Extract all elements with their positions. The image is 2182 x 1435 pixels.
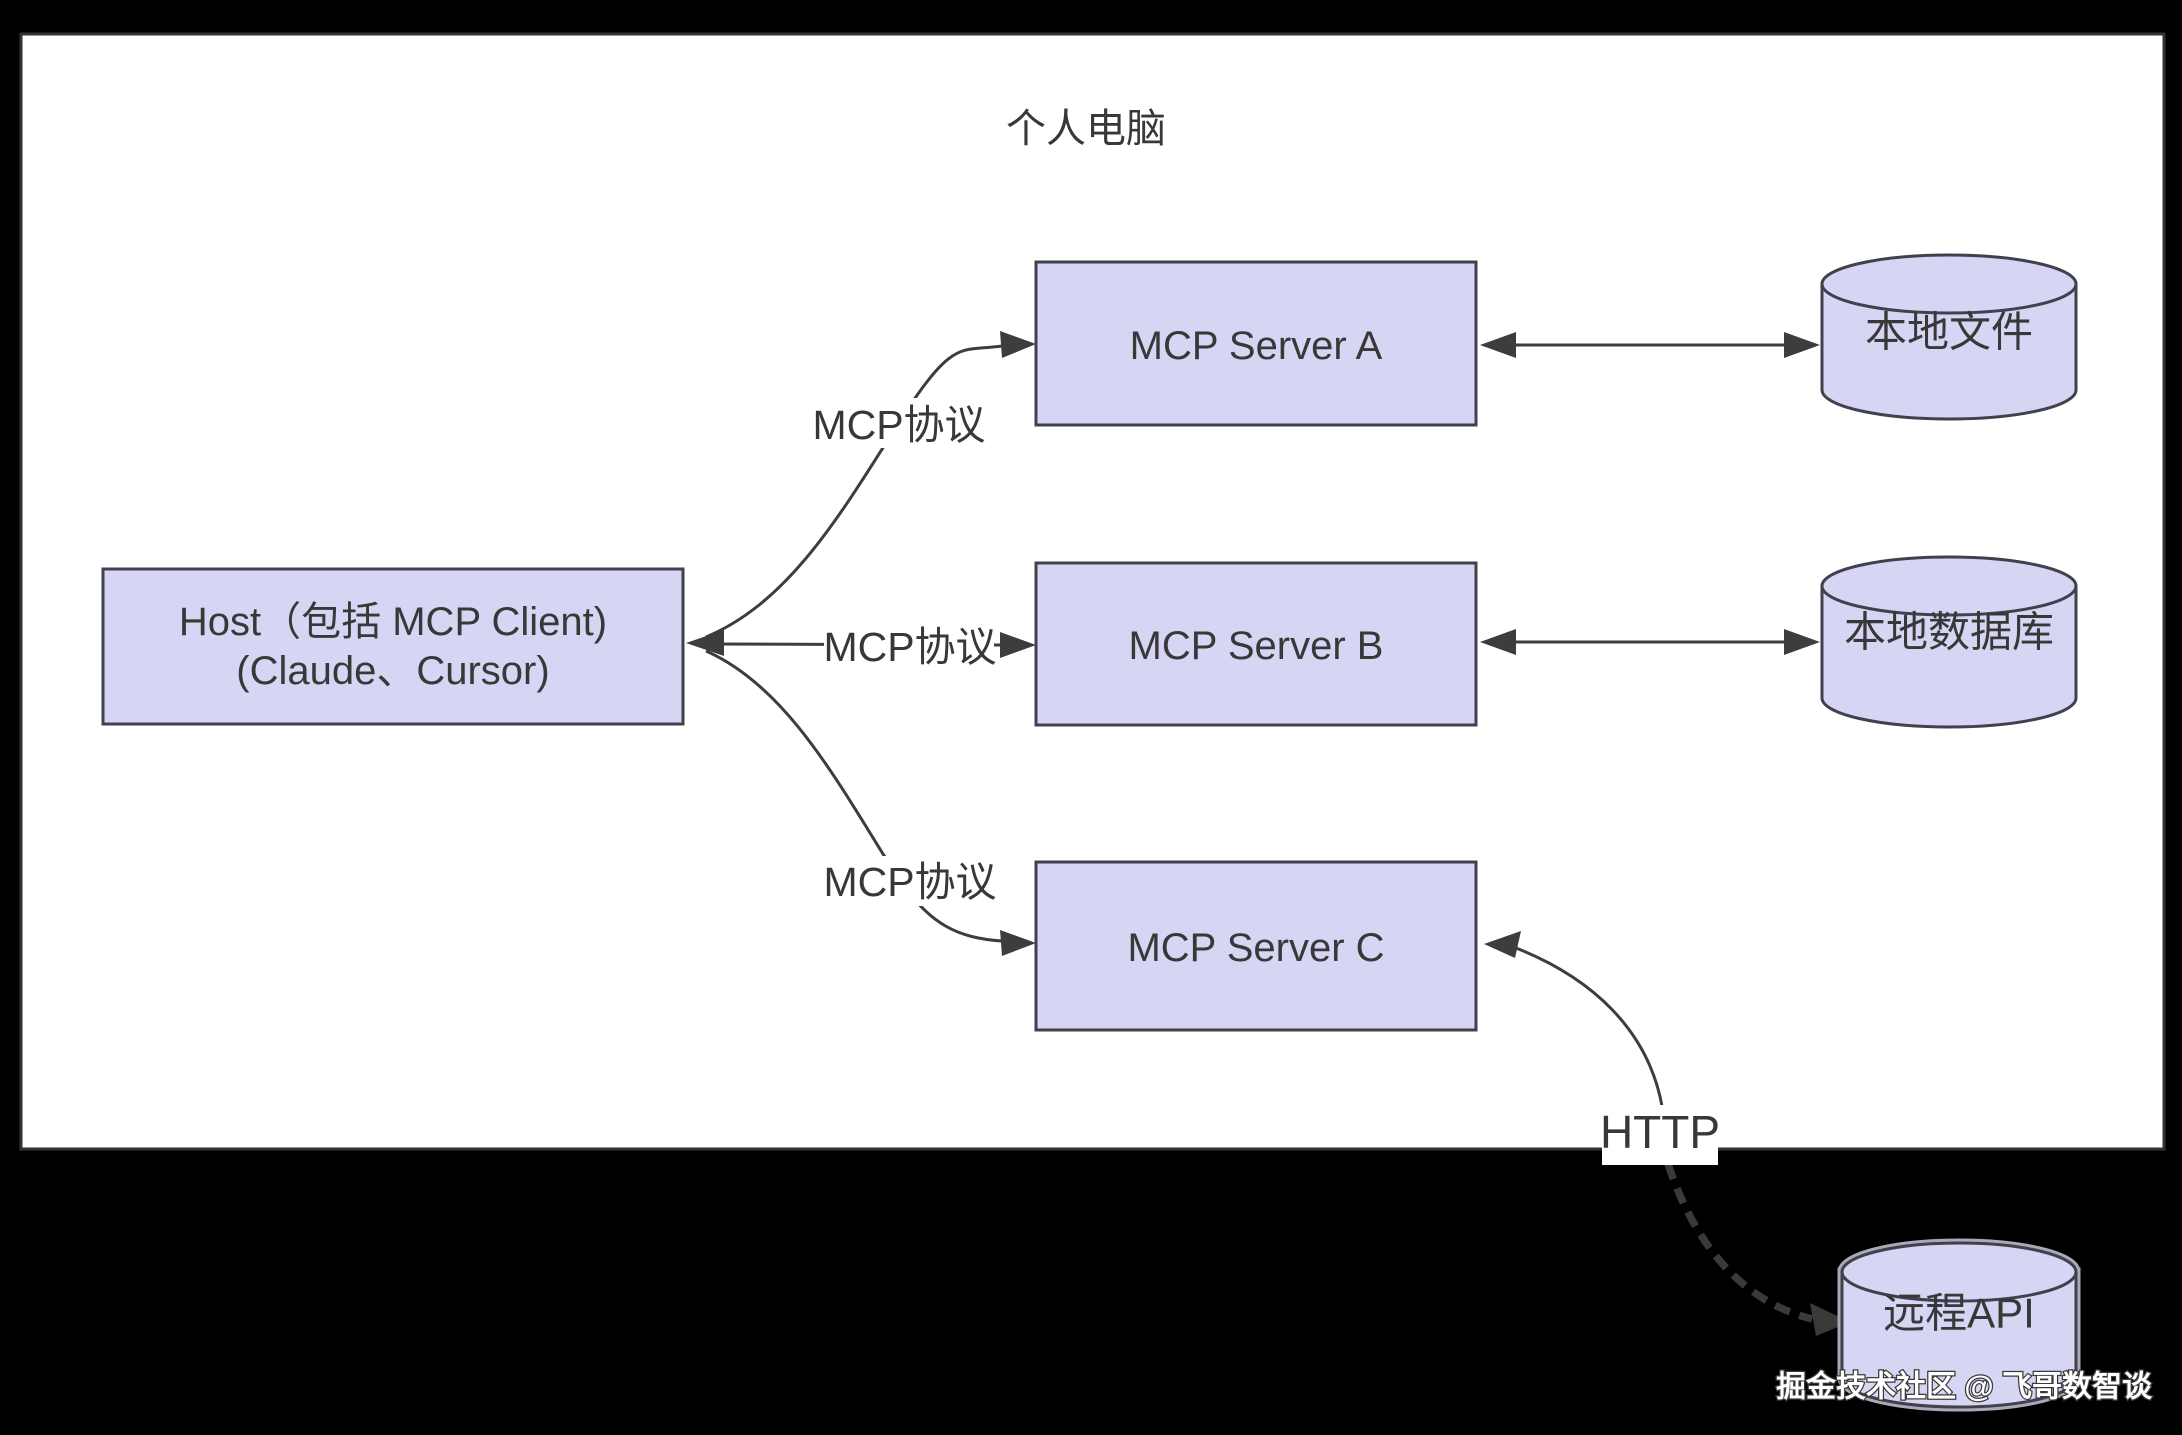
local-files-cylinder-body xyxy=(1820,282,2078,421)
arrowhead-into-host xyxy=(686,630,724,656)
chip-http-label xyxy=(1602,1105,1718,1165)
arrowhead-remote-api xyxy=(1810,1303,1850,1336)
local-database-label: 本地数据库 xyxy=(1844,609,2054,656)
mcp-protocol-label-3: MCP协议 xyxy=(823,859,996,905)
mcp-protocol-label-1: MCP协议 xyxy=(812,402,985,448)
remote-api-node: 远程API xyxy=(1837,1238,2081,1412)
arrowhead-db-left xyxy=(1480,629,1516,655)
local-files-label: 本地文件 xyxy=(1865,309,2033,356)
edge-label-chips xyxy=(816,398,1718,1165)
mcp-server-b-box xyxy=(1034,561,1478,727)
mcp-server-c-node: MCP Server C xyxy=(1034,860,1478,1032)
arrowheads xyxy=(686,331,1820,958)
mcp-server-c-label: MCP Server C xyxy=(1127,926,1384,970)
local-database-cylinder-top xyxy=(1820,555,2078,617)
host-label-line2: (Claude、Cursor) xyxy=(236,649,549,693)
local-files-node: 本地文件 xyxy=(1820,253,2078,421)
remote-api-label: 远程API xyxy=(1883,1290,2035,1337)
edge-http-remote-api-dashed xyxy=(1664,1162,1813,1323)
arrowhead-into-server-c xyxy=(1000,930,1036,956)
mcp-server-a-box xyxy=(1034,260,1478,427)
chip-mcp-label-1 xyxy=(816,398,982,448)
watermark-text: 掘金技术社区 @ 飞哥数智谈 xyxy=(1776,1370,2153,1404)
local-files-cylinder-top xyxy=(1820,253,2078,315)
local-database-node: 本地数据库 xyxy=(1820,555,2078,729)
mcp-server-a-node: MCP Server A xyxy=(1034,260,1478,427)
remote-api-cylinder-top xyxy=(1840,1241,2078,1303)
mcp-server-b-label: MCP Server B xyxy=(1129,624,1384,668)
remote-api-cylinder-body xyxy=(1840,1270,2078,1409)
host-label-line1: Host（包括 MCP Client) xyxy=(179,600,607,644)
mcp-protocol-label-2: MCP协议 xyxy=(823,624,996,670)
diagram-title: 个人电脑 xyxy=(1006,107,1166,151)
edge-host-server-c xyxy=(705,649,1003,943)
chip-mcp-label-3 xyxy=(824,856,996,906)
local-database-cylinder-body xyxy=(1820,584,2078,729)
edge-server-c-http xyxy=(1515,946,1664,1107)
arrowhead-into-server-c-right xyxy=(1484,931,1521,958)
arrowhead-files-left xyxy=(1480,332,1516,358)
chip-mcp-label-2 xyxy=(824,620,994,670)
mcp-server-a-label: MCP Server A xyxy=(1130,324,1383,368)
mcp-server-c-box xyxy=(1034,860,1478,1032)
arrowhead-db-right xyxy=(1784,629,1820,655)
arrowhead-files-right xyxy=(1784,332,1820,358)
arrowhead-into-server-b xyxy=(1000,632,1036,658)
http-label: HTTP xyxy=(1600,1106,1720,1158)
mcp-server-b-node: MCP Server B xyxy=(1034,561,1478,727)
host-node: Host（包括 MCP Client) (Claude、Cursor) xyxy=(101,567,685,726)
arrowhead-into-server-a xyxy=(1000,331,1036,358)
host-box xyxy=(101,567,685,726)
